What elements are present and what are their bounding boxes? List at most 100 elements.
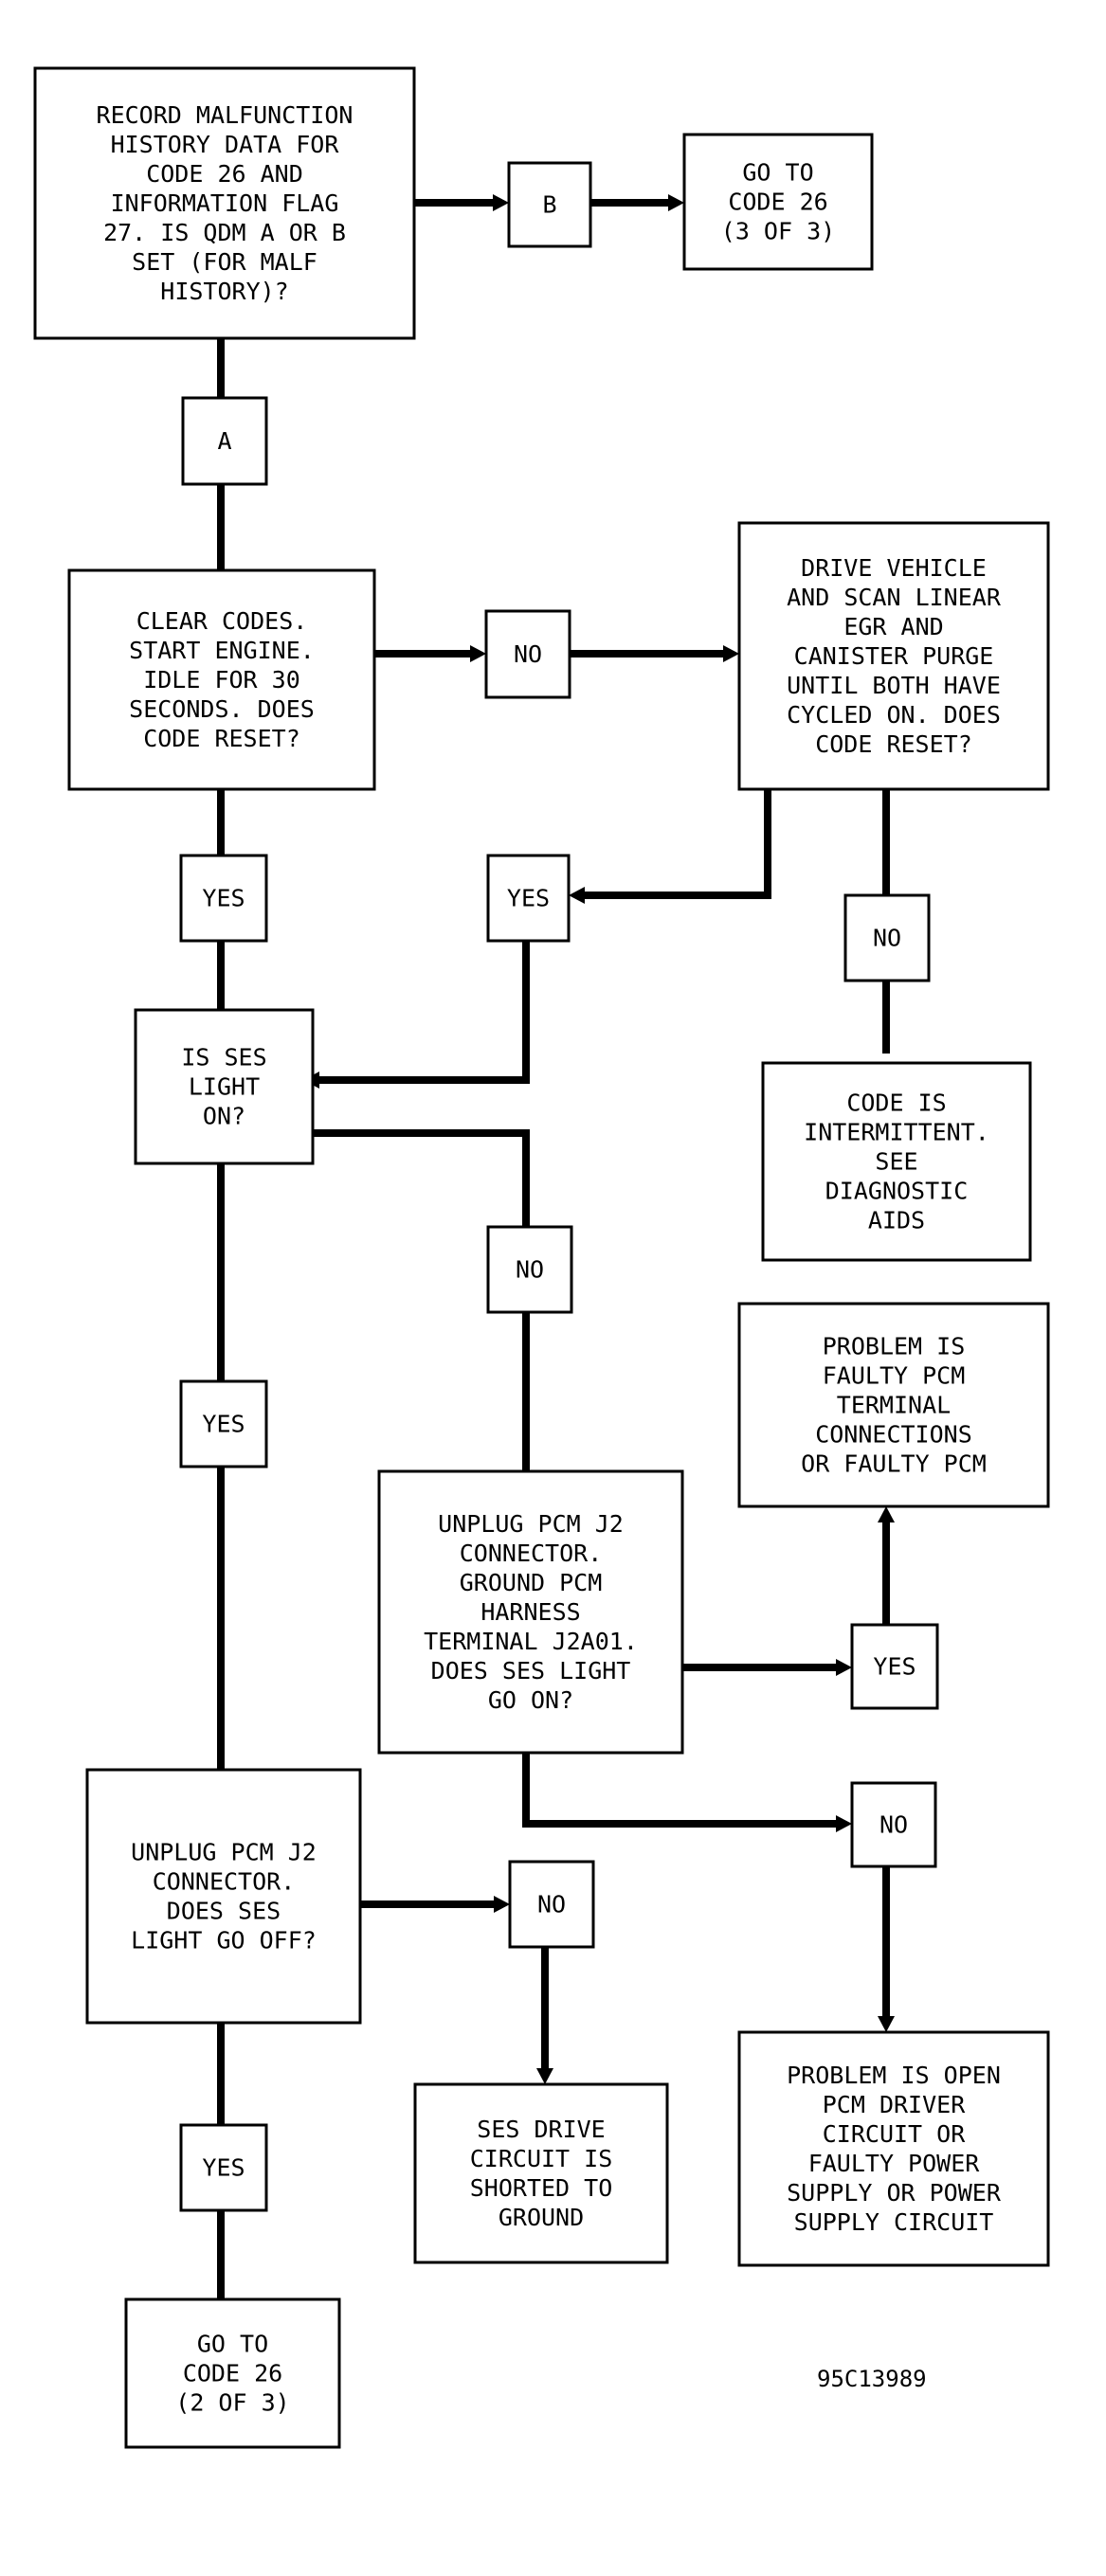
arrowhead <box>836 1659 852 1676</box>
box-text-line: AND SCAN LINEAR <box>787 584 1002 611</box>
box-outline <box>181 396 268 486</box>
box-text-line: CODE 26 <box>728 189 827 216</box>
box-outline <box>507 161 592 248</box>
box-outline <box>682 133 874 271</box>
box-text-line: YES <box>202 2154 245 2182</box>
box-text-line: CODE RESET? <box>815 730 972 758</box>
box-outline <box>761 1061 1032 1262</box>
box-text-line: DIAGNOSTIC <box>825 1178 969 1205</box>
box-text-line: CODE 26 AND <box>146 160 303 188</box>
box-outline <box>377 1469 684 1755</box>
arrowhead <box>878 2016 895 2032</box>
box-text-line: CONNECTOR. <box>460 1540 603 1567</box>
label-yes-4-box: YES <box>850 1623 939 1710</box>
box-outline <box>413 2082 669 2264</box>
box-text-line: CODE 26 <box>183 2360 282 2387</box>
box-text-line: GROUND PCM <box>460 1569 603 1596</box>
box-text-line: LIGHT GO OFF? <box>131 1927 317 1955</box>
box-text-line: GO ON? <box>488 1686 573 1714</box>
box-text-line: (3 OF 3) <box>721 218 835 245</box>
box-outline <box>484 609 571 699</box>
box-outline <box>486 1225 573 1314</box>
label-yes-2-box: YES <box>486 854 571 943</box>
connector-unplug-ground-to-no <box>522 1753 843 1828</box>
label-yes-3-box: YES <box>179 1379 268 1468</box>
box-text-line: START ENGINE. <box>129 637 315 664</box>
box-text-line: CANISTER PURGE <box>794 642 994 670</box>
box-text-line: FAULTY POWER <box>808 2150 981 2177</box>
label-b-box: B <box>507 161 592 248</box>
box-text-line: SECONDS. DOES <box>129 695 315 723</box>
arrowhead <box>470 645 486 662</box>
box-text-line: SET (FOR MALF <box>132 248 317 276</box>
box-text-line: CLEAR CODES. <box>136 607 308 635</box>
box-text-line: GROUND <box>499 2204 584 2231</box>
label-no-1-box: NO <box>484 609 571 699</box>
box-text-line: TERMINAL J2A01. <box>424 1628 638 1655</box>
box-outline <box>179 854 268 943</box>
box-text-line: NO <box>873 925 901 952</box>
connector-yes-to-ses-light-side <box>313 941 530 1084</box>
box-text-line: INTERMITTENT. <box>804 1119 989 1146</box>
box-outline <box>850 1623 939 1710</box>
arrowhead <box>536 2068 553 2084</box>
connector-ses-light-to-no <box>313 1129 530 1227</box>
box-text-line: UNPLUG PCM J2 <box>131 1839 317 1866</box>
box-text-line: YES <box>507 885 550 912</box>
box-text-line: NO <box>516 1256 544 1284</box>
box-text-line: CIRCUIT IS <box>470 2145 613 2172</box>
box-text-line: CONNECTOR. <box>153 1868 296 1896</box>
box-text-line: (2 OF 3) <box>175 2389 289 2417</box>
box-text-line: HISTORY)? <box>160 278 288 305</box>
arrowhead <box>836 1815 852 1832</box>
box-outline <box>737 1302 1050 1508</box>
box-text-line: IS SES <box>181 1044 266 1072</box>
box-text-line: A <box>217 427 231 455</box>
box-outline <box>85 1768 362 2025</box>
clear-codes-box: CLEAR CODES.START ENGINE.IDLE FOR 30SECO… <box>67 568 376 791</box>
label-a-box: A <box>181 396 268 486</box>
box-text-line: ON? <box>203 1103 245 1130</box>
box-outline <box>67 568 376 791</box>
box-text-line: YES <box>873 1653 916 1681</box>
box-text-line: HARNESS <box>480 1598 580 1626</box>
box-text-line: SEE <box>875 1148 917 1176</box>
box-text-line: SUPPLY OR POWER <box>787 2179 1002 2207</box>
box-text-line: 27. IS QDM A OR B <box>103 219 346 246</box>
box-text-line: CODE IS <box>846 1090 946 1117</box>
box-text-line: DRIVE VEHICLE <box>801 554 987 582</box>
box-text-line: DOES SES LIGHT <box>431 1657 631 1684</box>
box-outline <box>737 521 1050 791</box>
box-text-line: PROBLEM IS <box>823 1333 966 1360</box>
arrowhead <box>723 645 739 662</box>
box-text-line: AIDS <box>868 1207 925 1234</box>
box-text-line: HISTORY DATA FOR <box>111 131 340 158</box>
box-outline <box>179 1379 268 1468</box>
box-text-line: IDLE FOR 30 <box>143 666 300 694</box>
box-text-line: SUPPLY CIRCUIT <box>794 2208 994 2236</box>
box-text-line: GO TO <box>742 159 813 187</box>
box-text-line: UNPLUG PCM J2 <box>438 1510 624 1538</box>
box-text-line: CYCLED ON. DOES <box>787 701 1001 729</box>
box-text-line: SHORTED TO <box>470 2174 613 2202</box>
box-outline <box>737 2030 1050 2267</box>
box-text-line: UNTIL BOTH HAVE <box>787 672 1001 699</box>
arrowhead <box>493 194 509 211</box>
box-outline <box>850 1781 937 1868</box>
box-text-line: RECORD MALFUNCTION <box>97 101 354 129</box>
box-outline <box>843 893 931 982</box>
box-text-line: DOES SES <box>167 1898 281 1925</box>
label-no-4-box: NO <box>850 1781 937 1868</box>
box-outline <box>33 66 416 340</box>
box-text-line: CONNECTIONS <box>815 1421 972 1449</box>
box-text-line: B <box>542 191 556 219</box>
box-text-line: YES <box>202 1411 245 1438</box>
